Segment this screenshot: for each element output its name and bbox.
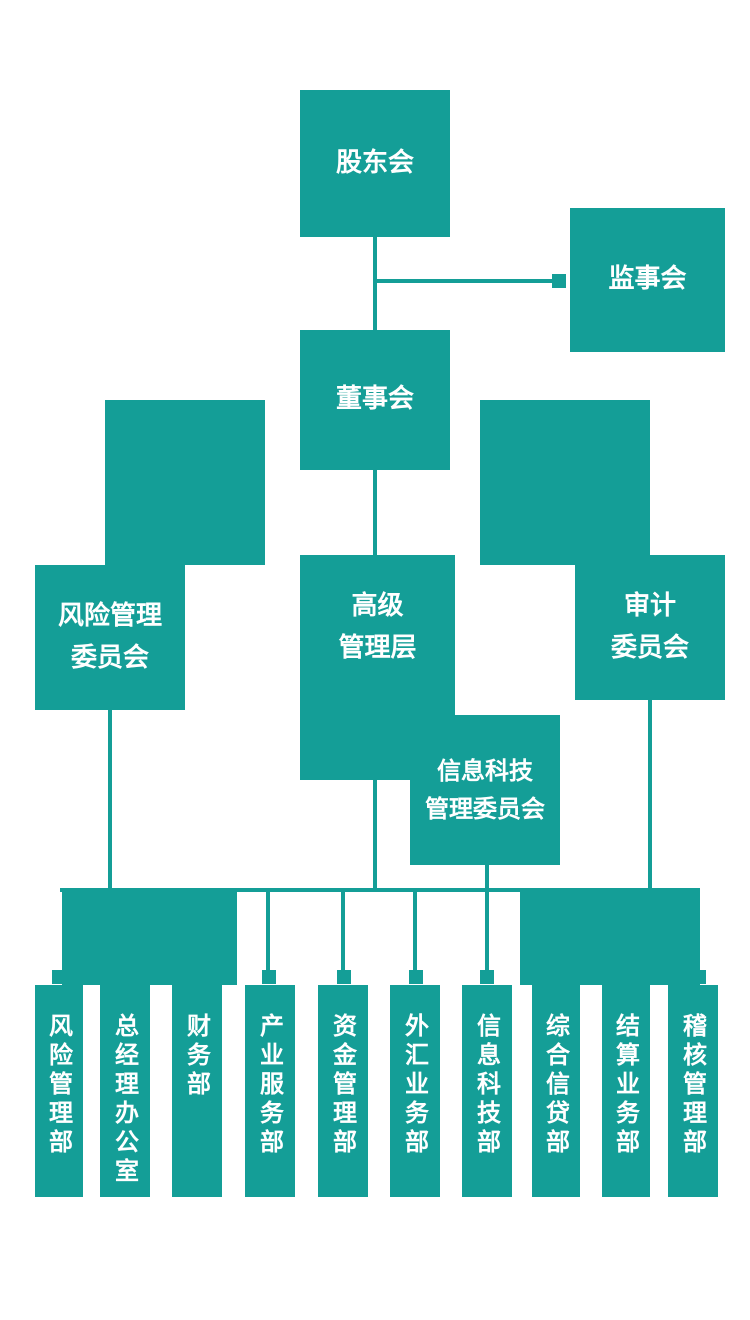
dept-gm-office: 总经理办公室 [100, 985, 150, 1197]
dept-settlement-business: 结算业务部 [602, 985, 650, 1197]
node-directors: 董事会 [300, 330, 450, 470]
connector-node-square-audit-department [692, 970, 706, 984]
dept-label: 财务部 [182, 1013, 211, 1100]
dept-label: 总经理办公室 [110, 1013, 139, 1187]
dept-label: 综合信贷部 [541, 1013, 570, 1158]
dept-label: 稽核管理部 [678, 1013, 707, 1158]
connector-to-supervisors [375, 279, 555, 283]
node-risk-committee: 风险管理 委员会 [35, 565, 185, 710]
dept-finance: 财务部 [172, 985, 222, 1197]
dept-audit-management: 稽核管理部 [668, 985, 718, 1197]
dept-forex-business: 外汇业务部 [390, 985, 440, 1197]
connector-node-square-it-department [480, 970, 494, 984]
dept-label: 资金管理部 [328, 1013, 357, 1158]
connector-node-square-forex [409, 970, 423, 984]
dept-comprehensive-credit: 综合信贷部 [532, 985, 580, 1197]
dept-label: 风险管理部 [44, 1013, 73, 1158]
connector-risk-committee-down [108, 710, 112, 890]
connector-shareholders-directors [373, 237, 377, 330]
connector-distribution-bus [60, 888, 698, 892]
connector-block-upper-right [480, 400, 650, 565]
connector-stub-industry-service [266, 890, 270, 972]
dept-label: 产业服务部 [255, 1013, 284, 1158]
connector-block-lower-left [62, 888, 237, 985]
connector-senior-management-down [373, 780, 377, 890]
connector-stub-forex [413, 890, 417, 972]
dept-label: 信息科技部 [472, 1013, 501, 1158]
connector-block-upper-left [105, 400, 265, 565]
connector-directors-senior-management [373, 470, 377, 555]
connector-stub-fund-management [341, 890, 345, 972]
dept-fund-management: 资金管理部 [318, 985, 368, 1197]
dept-label: 结算业务部 [611, 1013, 640, 1158]
connector-node-square-fund-management [337, 970, 351, 984]
connector-node-square-industry-service [262, 970, 276, 984]
node-it-committee: 信息科技 管理委员会 [410, 715, 560, 865]
connector-stub-it-department [485, 865, 489, 972]
node-shareholders: 股东会 [300, 90, 450, 237]
dept-information-technology: 信息科技部 [462, 985, 512, 1197]
node-audit-committee: 审计 委员会 [575, 555, 725, 700]
connector-audit-committee-down [648, 700, 652, 890]
dept-risk-management: 风险管理部 [35, 985, 83, 1197]
connector-block-lower-right [520, 888, 700, 985]
dept-label: 外汇业务部 [400, 1013, 429, 1158]
dept-industry-service: 产业服务部 [245, 985, 295, 1197]
node-supervisors: 监事会 [570, 208, 725, 352]
connector-node-square-risk-department [52, 970, 66, 984]
connector-node-square-supervisors [552, 274, 566, 288]
